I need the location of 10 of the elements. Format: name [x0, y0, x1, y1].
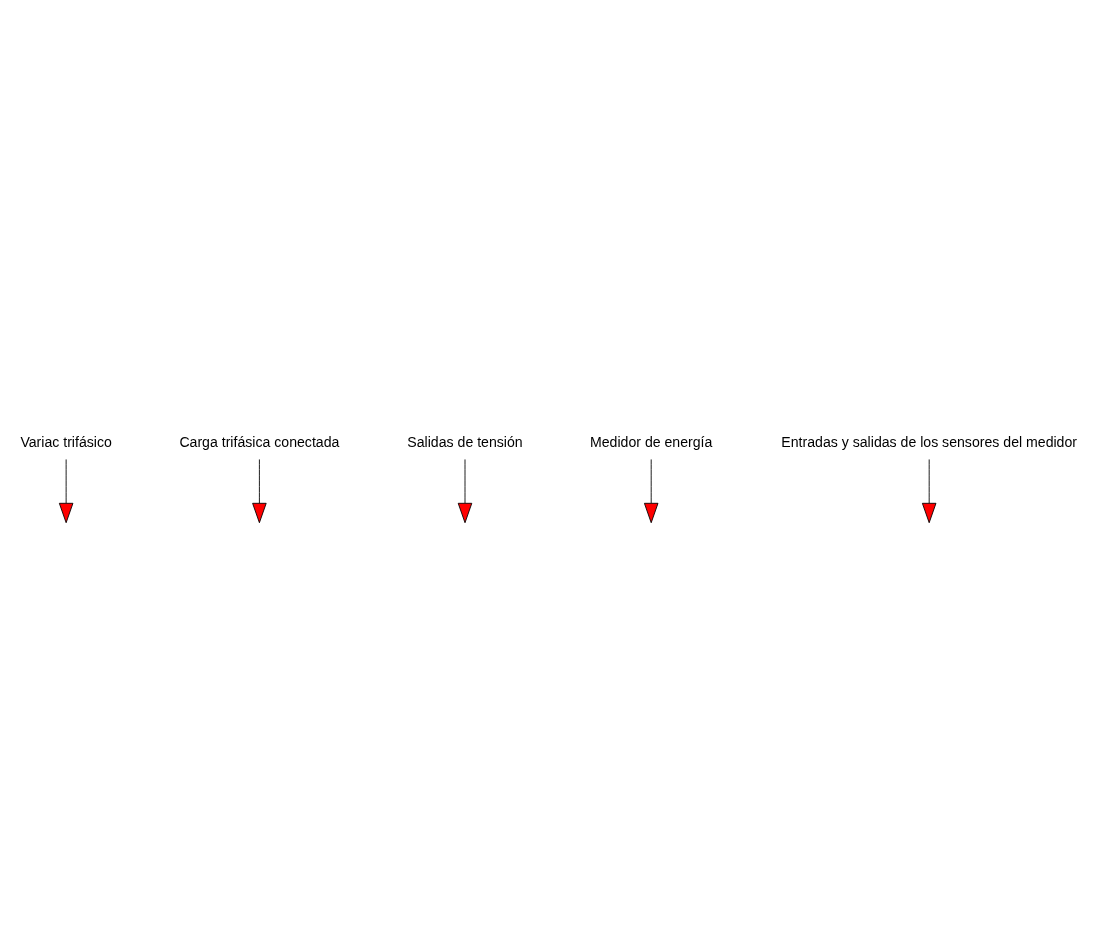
node-text: Salidas de tensión	[407, 433, 523, 450]
arrow	[457, 458, 473, 523]
arrow	[643, 458, 659, 523]
arrow	[921, 458, 937, 523]
node-text: Medidor de energía	[590, 433, 713, 450]
node-text: Entradas y salidas de los sensores del medidor	[781, 433, 1078, 450]
node-text: Carga trifásica conectada	[179, 433, 340, 450]
arrow	[252, 458, 267, 523]
node-text: Variac trifásico	[20, 433, 112, 450]
arrow	[58, 458, 74, 523]
